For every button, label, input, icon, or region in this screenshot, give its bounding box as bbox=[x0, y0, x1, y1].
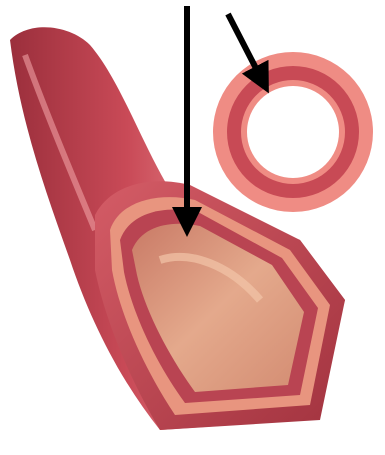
ring-cross-section bbox=[213, 52, 373, 212]
